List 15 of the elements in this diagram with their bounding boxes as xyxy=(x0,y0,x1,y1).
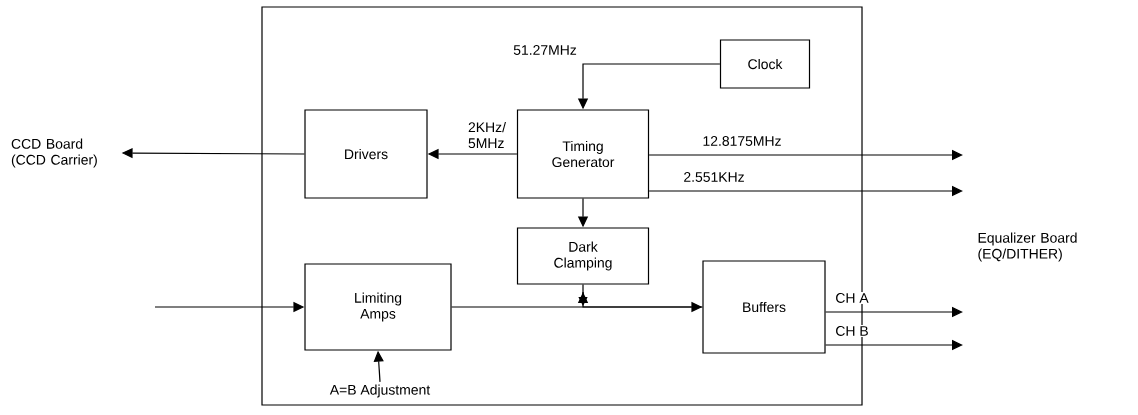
edge-label: CH A xyxy=(834,292,870,304)
edge-label: 12.8175MHz xyxy=(701,135,783,147)
process-box: Drivers xyxy=(304,109,428,199)
process-box: Limiting Amps xyxy=(304,263,452,351)
process-box: Clock xyxy=(719,39,811,89)
edge-label: 51.27MHz xyxy=(512,44,578,56)
board-label: CCD Board (CCD Carrier) xyxy=(11,138,97,168)
process-box: Buffers xyxy=(702,260,826,354)
board-label: Equalizer Board (EQ/DITHER) xyxy=(978,232,1077,262)
process-box: Timing Generator xyxy=(516,109,650,199)
edge-label: 2.551KHz xyxy=(682,171,746,183)
edge-label: CH B xyxy=(834,325,870,337)
process-box: Dark Clamping xyxy=(516,227,650,285)
adjustment-label: A=B Adjustment xyxy=(329,384,431,398)
edge-label: 2KHz/ 5MHz xyxy=(467,120,513,150)
